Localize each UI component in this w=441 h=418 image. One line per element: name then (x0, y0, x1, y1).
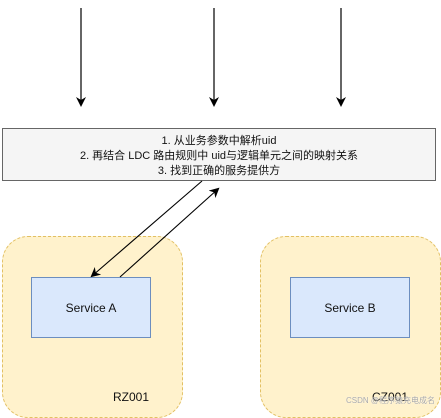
service-a-label: Service A (65, 300, 117, 315)
watermark: CSDN @程序猿充电成名 (345, 396, 435, 405)
zone-cz001-label: CZ001 (372, 390, 409, 404)
routing-step-2: 2. 再结合 LDC 路由规则中 uid与逻辑单元之间的映射关系 (79, 150, 359, 162)
zone-rz001-label: RZ001 (113, 390, 150, 404)
routing-steps-box (2, 128, 436, 181)
routing-step-3: 3. 找到正确的服务提供方 (157, 165, 281, 177)
service-b-box: Service B (290, 277, 410, 338)
routing-step-1: 1. 从业务参数中解析uid (161, 135, 277, 147)
service-b-label: Service B (324, 300, 376, 315)
service-a-box: Service A (31, 277, 151, 338)
routing-steps-list: 1. 从业务参数中解析uid 2. 再结合 LDC 路由规则中 uid与逻辑单元… (2, 134, 436, 179)
